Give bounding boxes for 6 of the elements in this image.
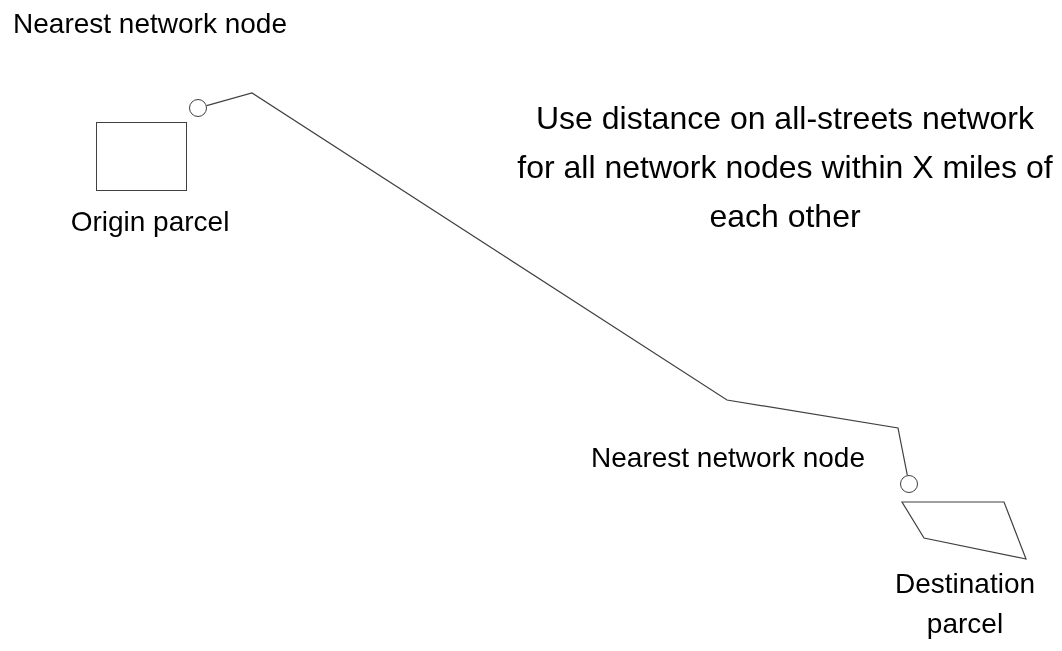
parcel-label: Origin parcel [70,205,230,239]
node-caption: Nearest network node [12,7,288,41]
note-text: Use distance on all-streets network for all network nodes within X miles of each other [516,99,1054,236]
route-line [206,92,908,476]
parcel-label: Destination parcel [893,567,1037,641]
node-caption: Nearest network node [590,441,866,475]
